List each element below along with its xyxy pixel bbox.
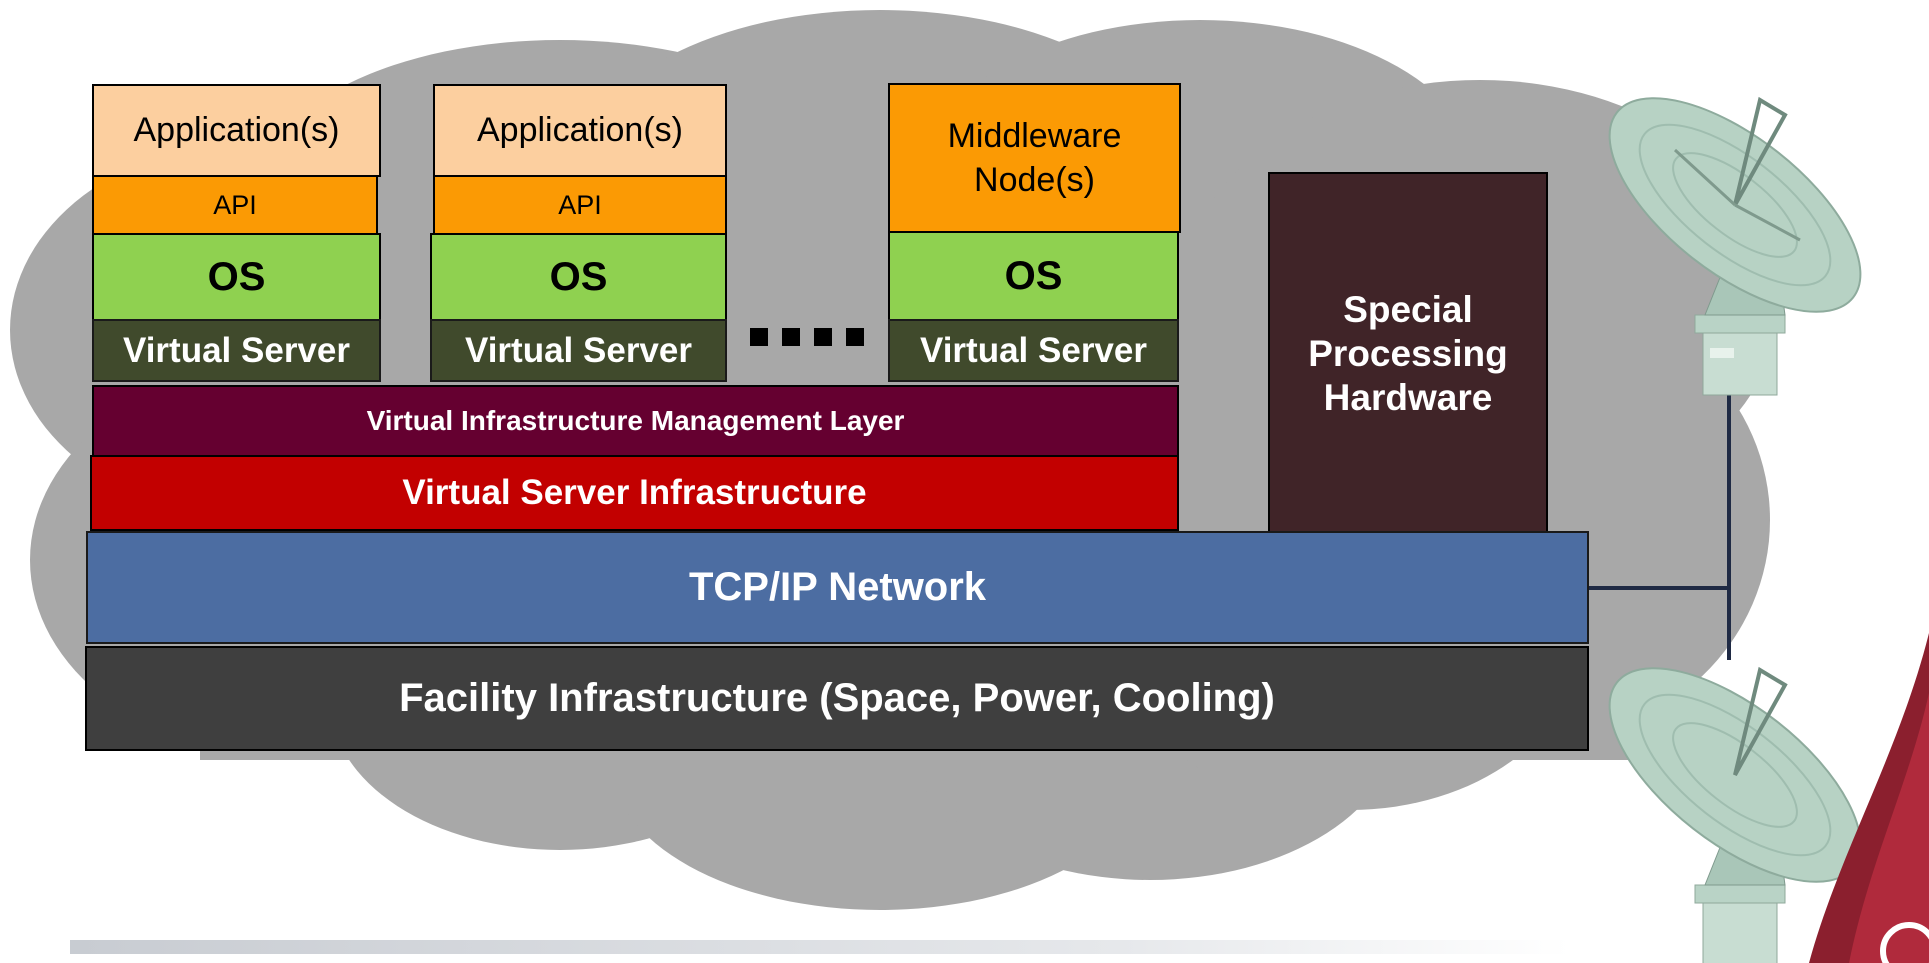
satellite-dish-icon — [1608, 666, 1862, 963]
os-box: OS — [92, 233, 381, 321]
satellite-dish-icon — [1608, 96, 1862, 396]
dish-connector — [1727, 395, 1731, 660]
os-box: OS — [430, 233, 727, 321]
ellipsis-icon — [750, 328, 864, 346]
management-layer: Virtual Infrastructure Management Layer — [92, 385, 1179, 457]
virtual-server-box: Virtual Server — [430, 319, 727, 382]
middleware-box: Middleware Node(s) — [888, 83, 1181, 233]
facility-layer: Facility Infrastructure (Space, Power, C… — [85, 646, 1589, 751]
api-box: API — [433, 175, 727, 235]
os-box: OS — [888, 231, 1179, 321]
server-infrastructure-layer: Virtual Server Infrastructure — [90, 455, 1179, 531]
footer-bar — [70, 940, 1570, 954]
application-box: Application(s) — [92, 84, 381, 177]
network-connector — [1589, 586, 1731, 590]
api-box: API — [92, 175, 378, 235]
virtual-server-box: Virtual Server — [92, 319, 381, 382]
special-hardware-box: Special Processing Hardware — [1268, 172, 1548, 535]
network-layer: TCP/IP Network — [86, 531, 1589, 644]
corner-swoosh — [1809, 633, 1929, 963]
application-box: Application(s) — [433, 84, 727, 177]
virtual-server-box: Virtual Server — [888, 319, 1179, 382]
